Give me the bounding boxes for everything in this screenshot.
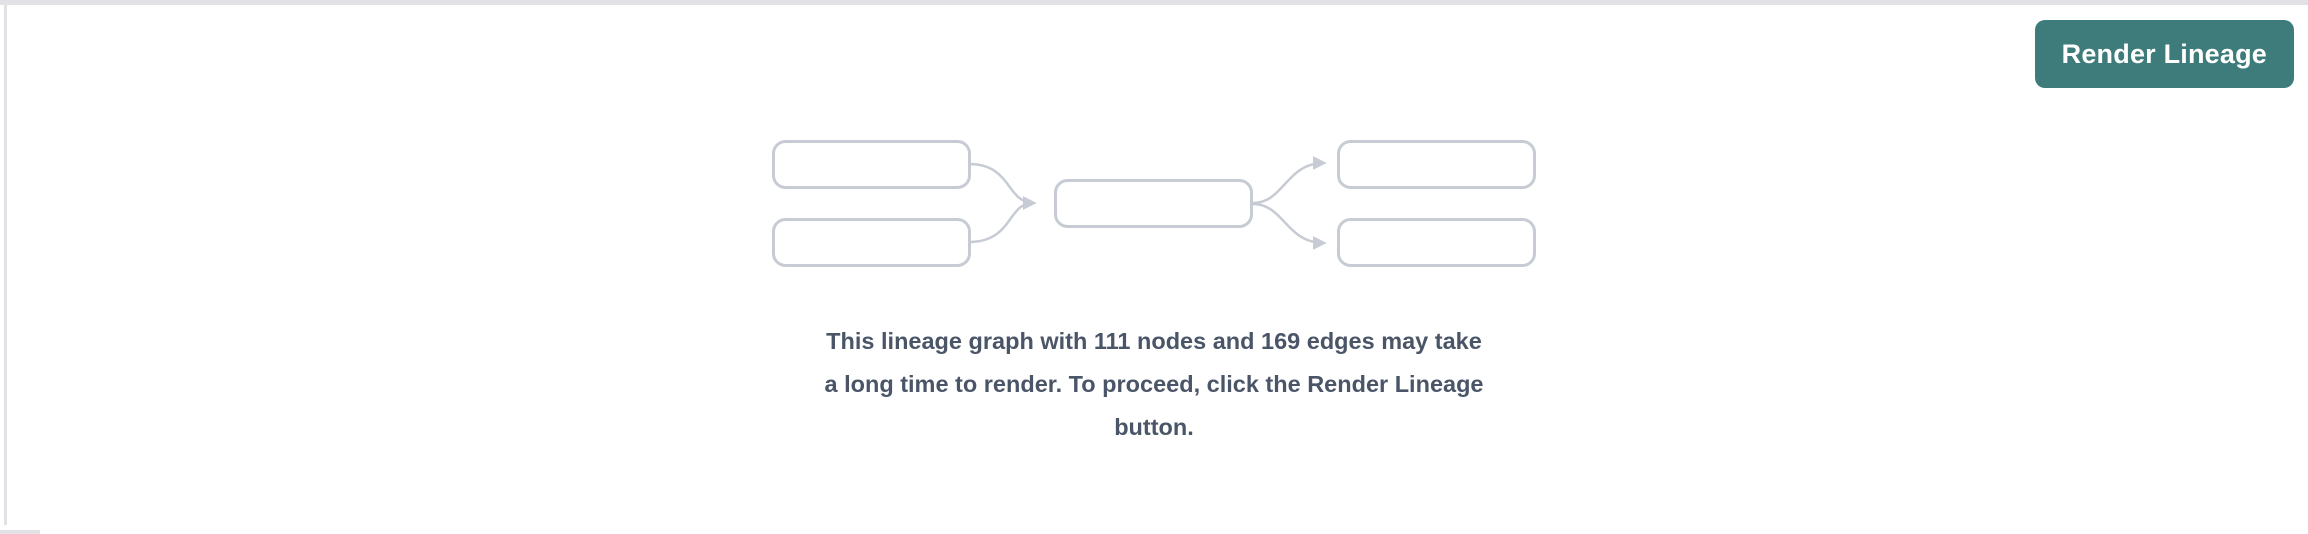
lineage-warning-message: This lineage graph with 111 nodes and 16… xyxy=(824,320,1483,449)
graph-node-downstream-1 xyxy=(1337,140,1536,189)
lineage-warning-line-3: button. xyxy=(1114,414,1194,440)
render-lineage-button[interactable]: Render Lineage xyxy=(2034,20,2294,88)
lineage-warning-line-2: a long time to render. To proceed, click… xyxy=(824,371,1484,397)
graph-node-downstream-2 xyxy=(1337,218,1536,267)
lineage-graph-placeholder-icon xyxy=(772,140,1536,267)
lineage-warning-line-1: This lineage graph with 111 nodes and 16… xyxy=(826,328,1482,354)
graph-node-upstream-1 xyxy=(772,140,971,189)
graph-node-upstream-2 xyxy=(772,218,971,267)
lineage-placeholder-block: This lineage graph with 111 nodes and 16… xyxy=(734,140,1574,449)
panel-bottom-left-border xyxy=(0,530,40,534)
panel-top-border xyxy=(0,0,2308,5)
panel-left-border xyxy=(4,5,7,525)
graph-node-center xyxy=(1054,179,1253,228)
